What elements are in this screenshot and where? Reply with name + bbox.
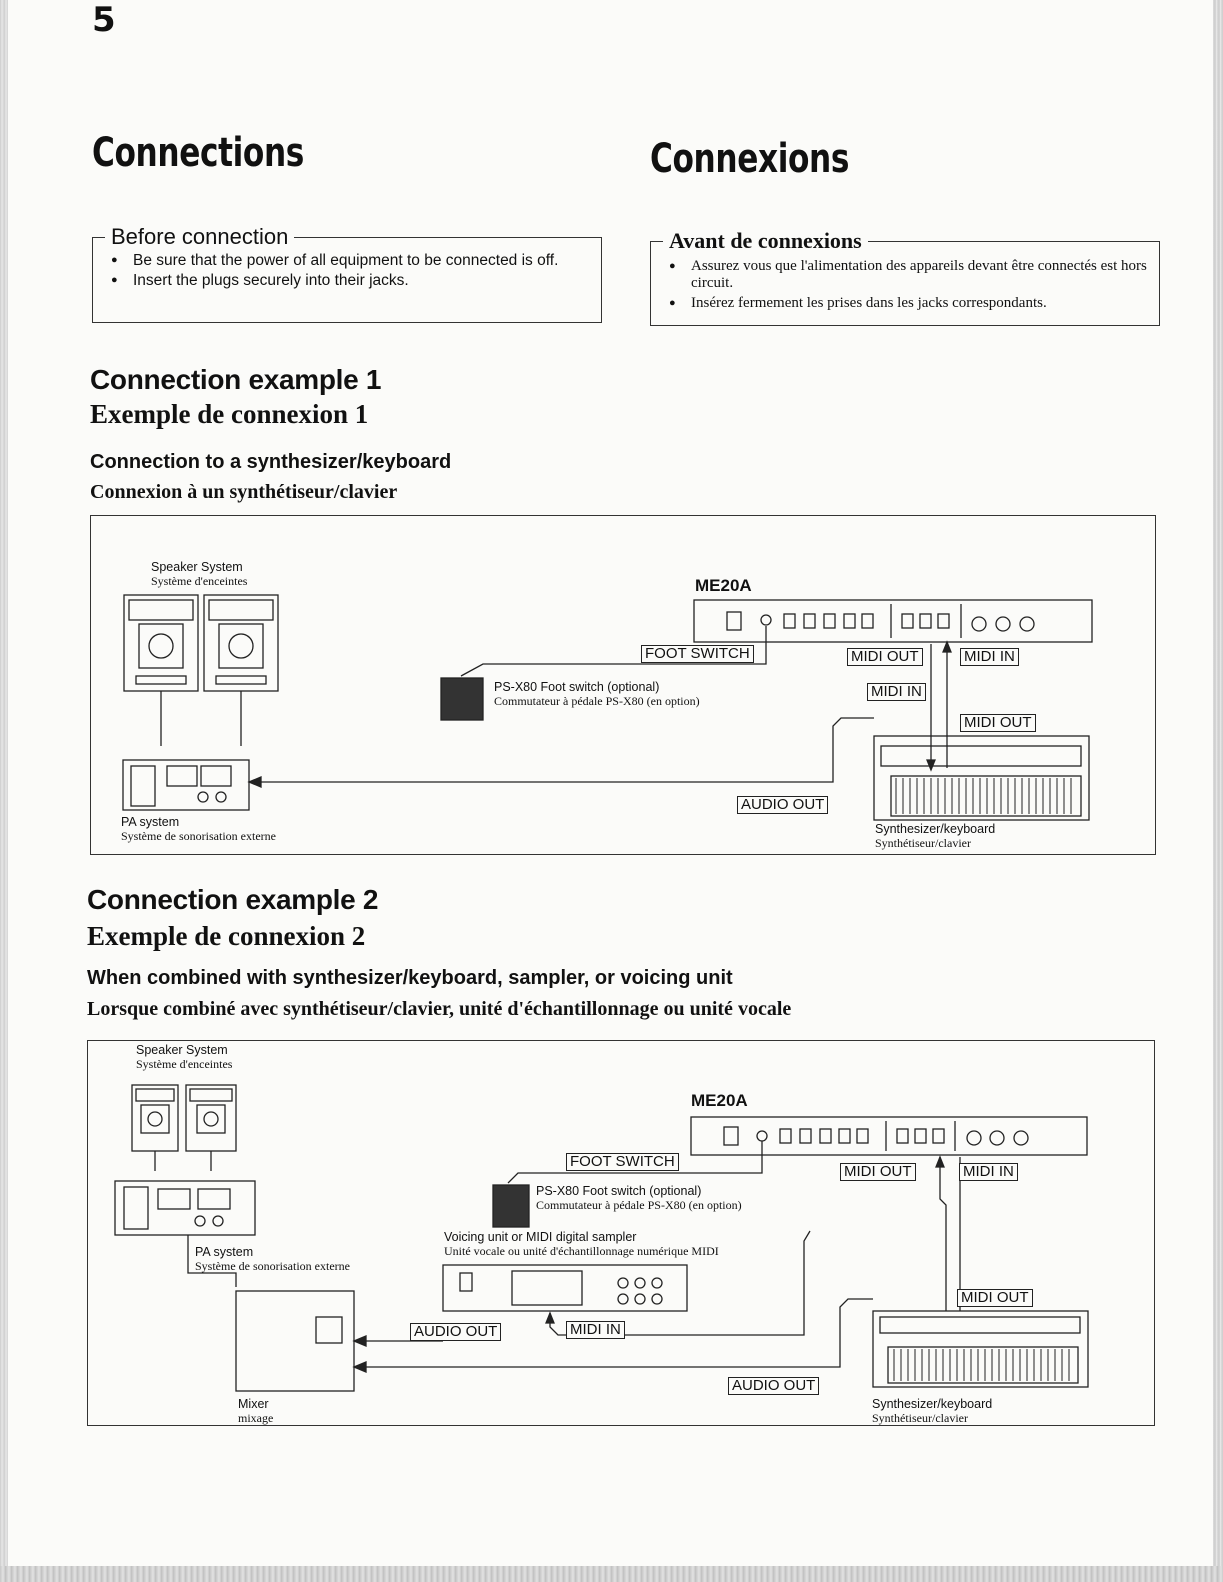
speaker-right-2: [185, 1084, 237, 1152]
tag-midi-in-voicing: MIDI IN: [566, 1321, 625, 1339]
mixer-label: Mixer mixage: [238, 1397, 273, 1425]
me20a-rack-2: [690, 1116, 1088, 1156]
pa-label-2-en: PA system: [195, 1245, 254, 1259]
bottom-scan-edge: [0, 1566, 1223, 1582]
left-binding-edge: [0, 0, 8, 1582]
footswitch-label-2: PS-X80 Foot switch (optional) Commutateu…: [536, 1184, 742, 1212]
synth-label-2-en: Synthesizer/keyboard: [872, 1397, 993, 1411]
before-item-2: Insert the plugs securely into their jac…: [111, 272, 589, 289]
synth-label-2-fr: Synthétiseur/clavier: [872, 1411, 968, 1425]
synth-keyboard-2: [872, 1310, 1089, 1388]
tag-midi-out-synth-1: MIDI OUT: [960, 714, 1036, 732]
tag-foot-switch-1: FOOT SWITCH: [641, 645, 754, 663]
tag-foot-switch-2: FOOT SWITCH: [566, 1153, 679, 1171]
synth-label-1-fr: Synthétiseur/clavier: [875, 836, 971, 850]
speaker-label-2: Speaker System Système d'enceintes: [136, 1043, 232, 1071]
speaker-left: [123, 594, 199, 692]
before-item-1: Be sure that the power of all equipment …: [111, 252, 589, 269]
speaker-label-1-en: Speaker System: [151, 560, 243, 574]
synth-keys-2: [893, 1349, 1070, 1381]
synth-label-2: Synthesizer/keyboard Synthétiseur/clavie…: [872, 1397, 992, 1425]
example1-title-en: Connection example 1: [90, 364, 382, 395]
diagram2-drawing: [114, 1084, 1089, 1392]
avant-item-2: Insérez fermement les prises dans les ja…: [669, 295, 1147, 312]
footswitch-label-2-fr: Commutateur à pédale PS-X80 (en option): [536, 1198, 742, 1212]
tag-midi-in-top-2: MIDI IN: [959, 1163, 1018, 1181]
speaker-label-2-fr: Système d'enceintes: [136, 1057, 233, 1071]
me20a-label-1: ME20A: [695, 576, 752, 595]
title-en: Connections: [92, 130, 304, 176]
me20a-rack: [693, 599, 1093, 643]
tag-midi-out-synth-2: MIDI OUT: [957, 1289, 1033, 1307]
speaker-right: [203, 594, 279, 692]
synth-keys: [895, 778, 1072, 814]
pa-label-1-en: PA system: [121, 815, 180, 829]
diagram1-drawing: [122, 594, 1093, 821]
voicing-label-en: Voicing unit or MIDI digital sampler: [444, 1230, 637, 1244]
pa-label-1-fr: Système de sonorisation externe: [121, 829, 276, 843]
example2-title-en: Connection example 2: [87, 884, 379, 915]
tag-midi-in-1: MIDI IN: [867, 683, 926, 701]
foot-switch-pedal-2: [492, 1184, 530, 1228]
footswitch-label-2-en: PS-X80 Foot switch (optional): [536, 1184, 702, 1198]
diagram-connection-example-1: Speaker System Système d'enceintes ME20A…: [90, 515, 1156, 855]
voicing-unit: [442, 1264, 688, 1312]
synth-label-1: Synthesizer/keyboard Synthétiseur/clavie…: [875, 822, 995, 850]
tag-audio-out-1: AUDIO OUT: [737, 796, 829, 814]
example2-sub-en: When combined with synthesizer/keyboard,…: [87, 967, 733, 989]
page-number: 5: [92, 0, 116, 40]
synth-label-1-en: Synthesizer/keyboard: [875, 822, 996, 836]
tag-audio-out-voicing: AUDIO OUT: [410, 1323, 502, 1341]
example2-title-fr: Exemple de connexion 2: [87, 921, 366, 951]
voicing-label-fr: Unité vocale ou unité d'échantillonnage …: [444, 1244, 719, 1258]
mixer-label-en: Mixer: [238, 1397, 269, 1411]
mixer: [235, 1290, 355, 1392]
synth-keyboard: [873, 735, 1090, 821]
before-connection-title: Before connection: [105, 224, 295, 250]
title-fr: Connexions: [650, 136, 850, 182]
tag-midi-out-2: MIDI OUT: [840, 1163, 916, 1181]
tag-midi-in-top-1: MIDI IN: [960, 648, 1019, 666]
example1-sub-en: Connection to a synthesizer/keyboard: [90, 451, 452, 473]
speaker-left-2: [131, 1084, 179, 1152]
example2-sub-fr: Lorsque combiné avec synthétiseur/clavie…: [87, 998, 792, 1020]
right-binding-edge: [1213, 0, 1223, 1582]
pa-amplifier-2: [114, 1180, 256, 1236]
speaker-label-1-fr: Système d'enceintes: [151, 574, 248, 588]
pa-label-2-fr: Système de sonorisation externe: [195, 1259, 350, 1273]
footswitch-label-1: PS-X80 Foot switch (optional) Commutateu…: [494, 680, 700, 708]
before-connection-box-fr: Avant de connexions Assurez vous que l'a…: [650, 228, 1160, 326]
tag-audio-out-synth: AUDIO OUT: [728, 1377, 820, 1395]
footswitch-label-1-fr: Commutateur à pédale PS-X80 (en option): [494, 694, 700, 708]
speaker-label-1: Speaker System Système d'enceintes: [151, 560, 247, 588]
speaker-label-2-en: Speaker System: [136, 1043, 228, 1057]
pa-label-1: PA system Système de sonorisation extern…: [121, 815, 276, 843]
example1-sub-fr: Connexion à un synthétiseur/clavier: [90, 481, 398, 503]
tag-midi-out-1: MIDI OUT: [847, 648, 923, 666]
avant-connexions-title: Avant de connexions: [663, 228, 868, 254]
before-connection-box-en: Before connection Be sure that the power…: [92, 224, 602, 323]
example1-title-fr: Exemple de connexion 1: [90, 399, 369, 429]
pa-amplifier: [122, 759, 250, 811]
diagram-connection-example-2: Speaker System Système d'enceintes ME20A…: [87, 1040, 1155, 1426]
mixer-label-fr: mixage: [238, 1411, 274, 1425]
voicing-label: Voicing unit or MIDI digital sampler Uni…: [444, 1230, 719, 1258]
me20a-label-2: ME20A: [691, 1091, 748, 1110]
footswitch-label-1-en: PS-X80 Foot switch (optional): [494, 680, 660, 694]
pa-label-2: PA system Système de sonorisation extern…: [195, 1245, 350, 1273]
foot-switch-pedal: [440, 677, 484, 721]
avant-item-1: Assurez vous que l'alimentation des appa…: [669, 258, 1147, 292]
